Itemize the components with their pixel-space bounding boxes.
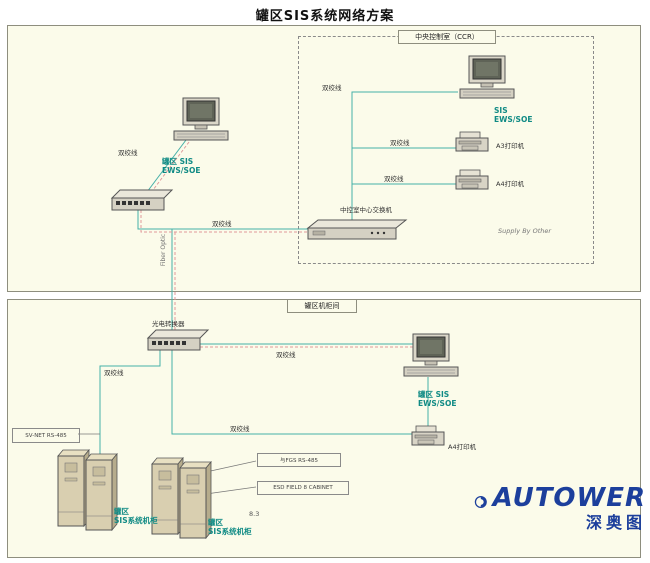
cable-label: 双绞线 — [230, 425, 250, 433]
optical-converter-label: 光电转换器 — [152, 320, 185, 328]
cabinet-room-title: 罐区机柜间 — [287, 299, 357, 313]
rs485-annotation-box: SV-NET RS-485 — [12, 428, 80, 443]
autower-logo-icon — [474, 495, 487, 509]
ccr-zone-title: 中央控制室（CCR） — [398, 30, 496, 44]
supply-by-other-label: Supply By Other — [498, 227, 552, 235]
cable-label: 双绞线 — [212, 220, 232, 228]
cable-label: 双绞线 — [276, 351, 296, 359]
central-switch-label: 中控室中心交换机 — [340, 206, 392, 214]
cable-label: 双绞线 — [390, 139, 410, 147]
esd-bracket-label: ESD FIELD 8 CABINET — [257, 481, 349, 495]
cable-label: 双绞线 — [384, 175, 404, 183]
sis-cabinet1-label: 罐区 SIS系统机柜 — [114, 507, 158, 525]
fiber-optic-label: Fiber Optic — [160, 233, 167, 267]
cable-label: 双绞线 — [104, 369, 124, 377]
tank-sis-ews2-label: 罐区 SIS EWS/SOE — [418, 390, 457, 408]
note-label: 8.3 — [249, 510, 260, 518]
sis-cabinet2-label: 罐区 SIS系统机柜 — [208, 518, 252, 536]
logo-subtitle: 深奥图 — [585, 513, 646, 532]
fgs-bracket-label: 与FGS RS-485 — [257, 453, 341, 467]
autower-logo: AUTOWER 深奥图 — [474, 483, 646, 541]
top-panel — [7, 25, 641, 292]
cable-label: 双绞线 — [118, 149, 138, 157]
autower-logo-text: AUTOWER 深奥图 — [493, 483, 646, 533]
sis-ews-label: SIS EWS/SOE — [494, 106, 533, 124]
cable-label: 双绞线 — [322, 84, 342, 92]
page-title: 罐区SIS系统网络方案 — [255, 9, 395, 24]
a4-printer-label: A4打印机 — [496, 180, 525, 188]
a3-printer-label: A3打印机 — [496, 142, 525, 150]
logo-name: AUTOWER — [492, 483, 646, 513]
tank-sis-ews-label: 罐区 SIS EWS/SOE — [162, 157, 201, 175]
a4-printer2-label: A4打印机 — [448, 443, 477, 451]
